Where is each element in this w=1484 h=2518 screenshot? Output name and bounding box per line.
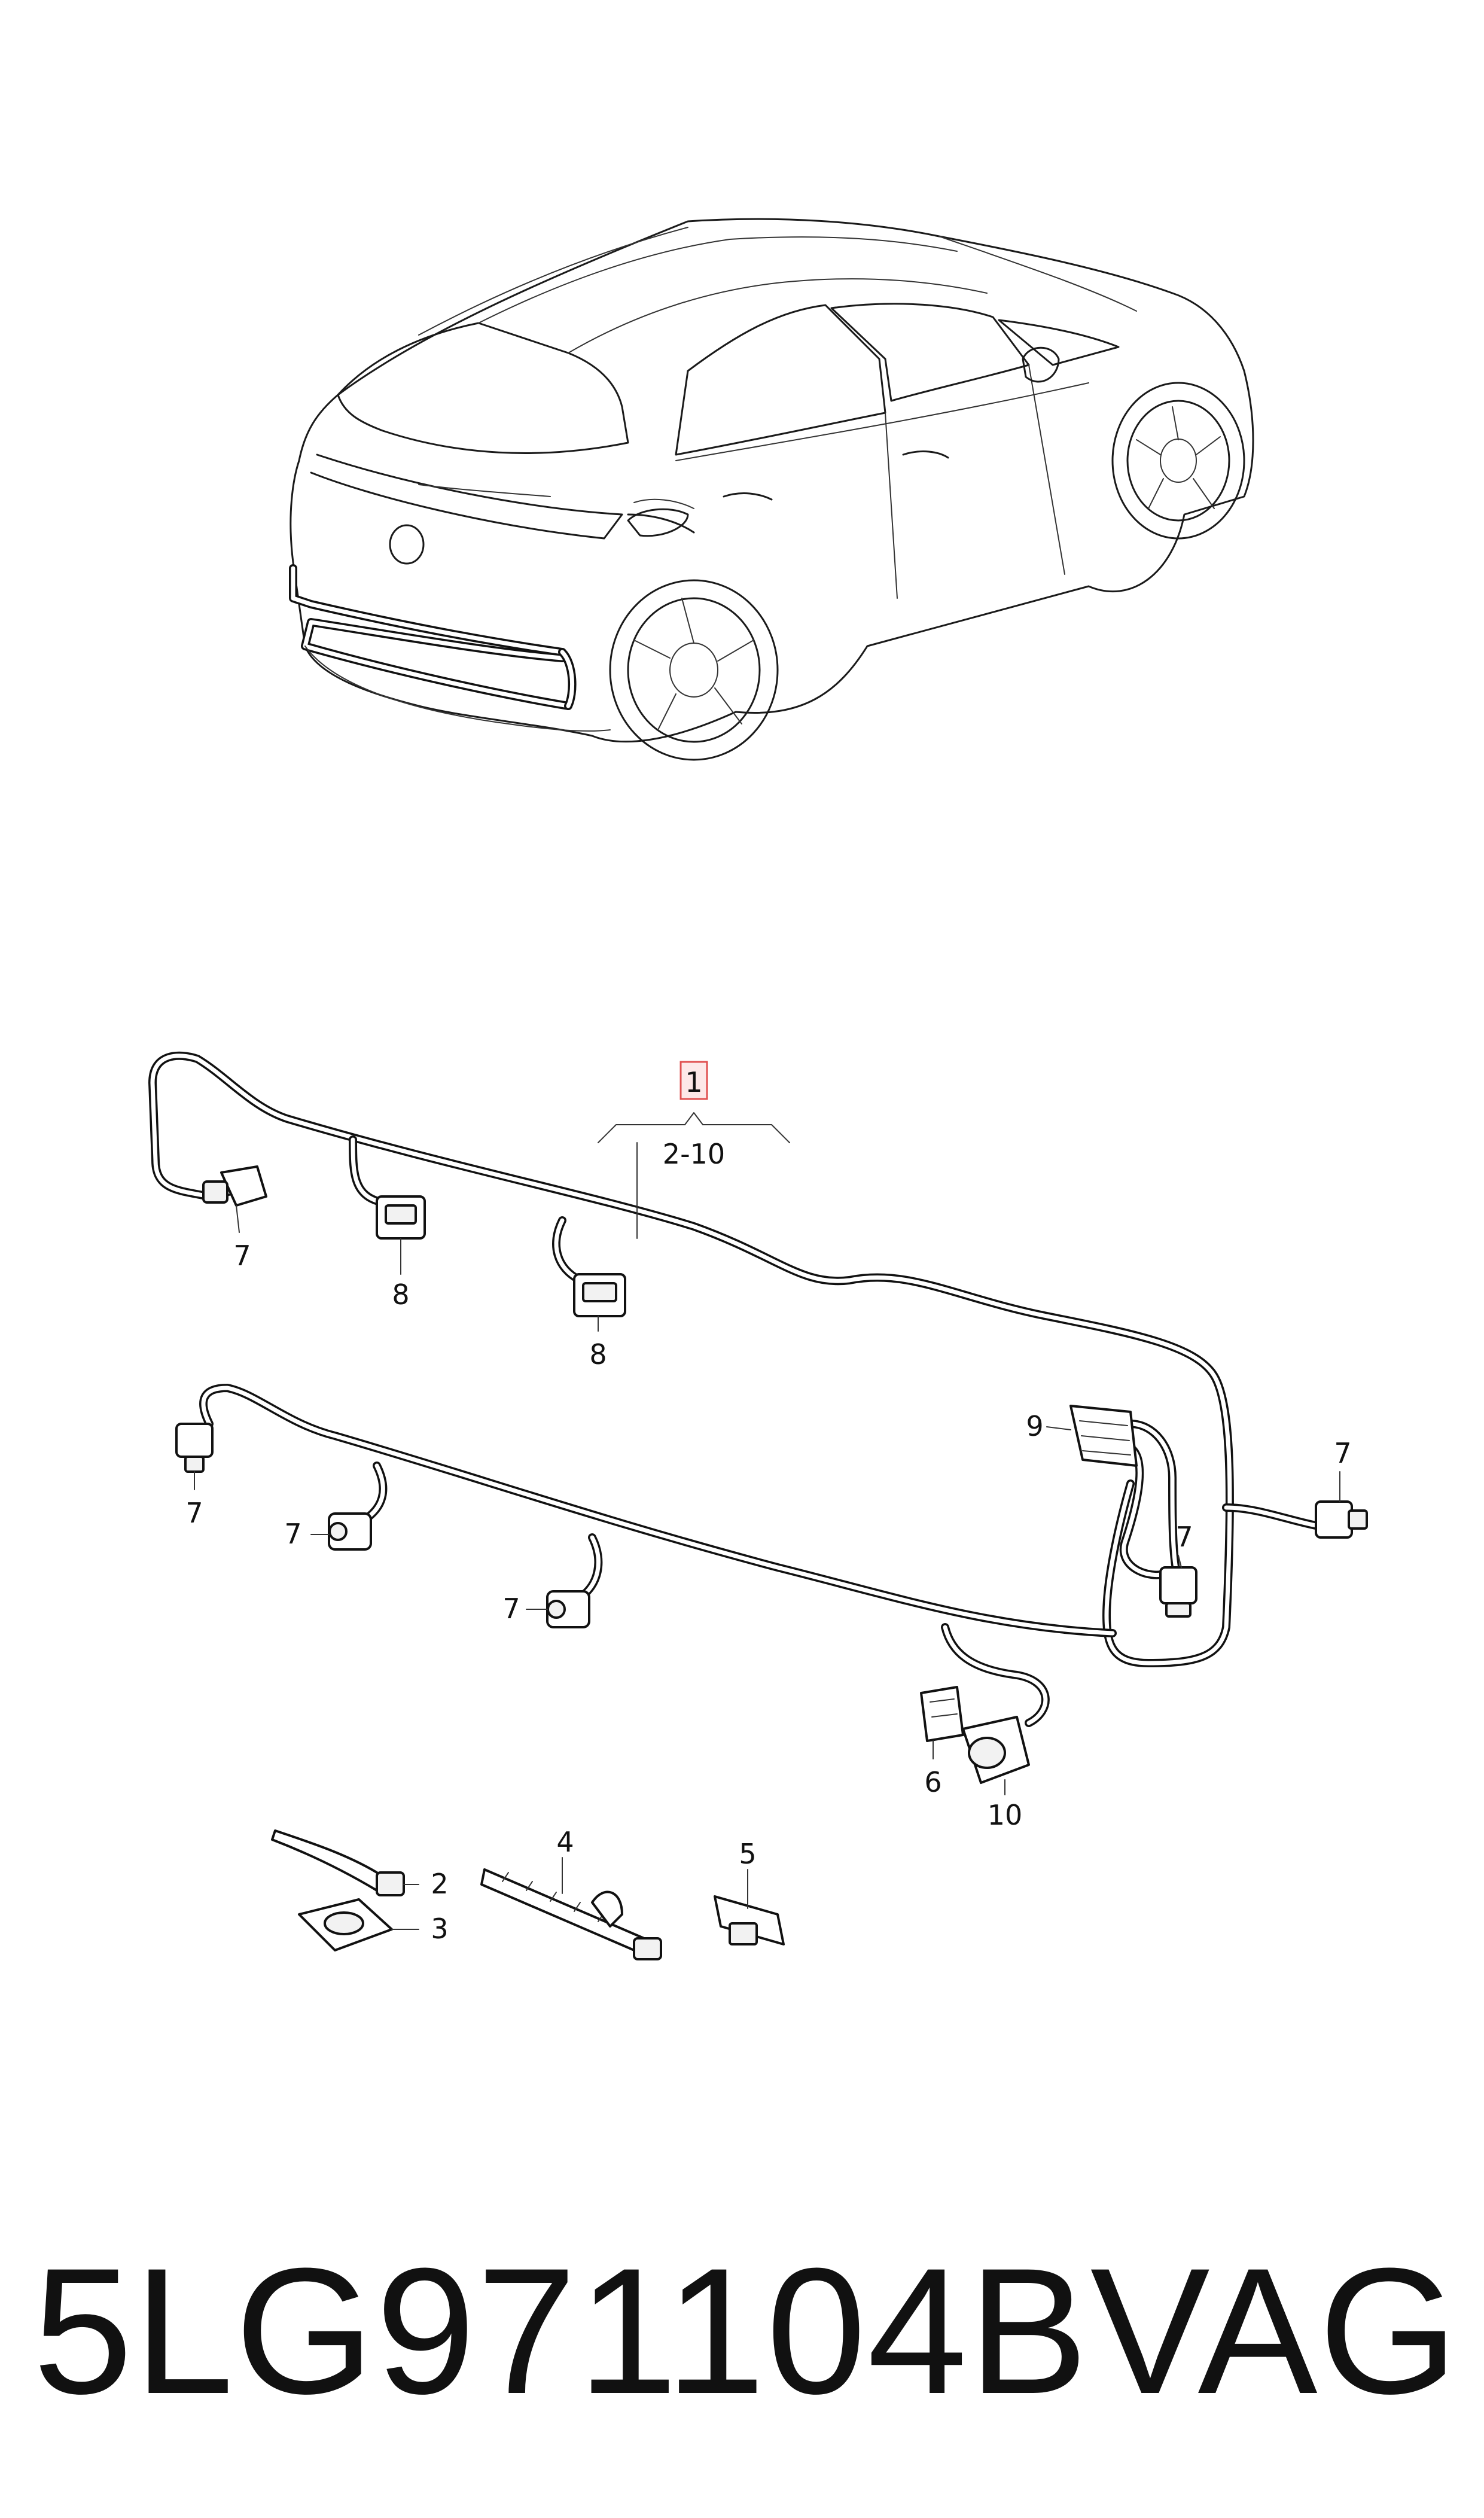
mount-base-3 [298,1898,393,1951]
callout-7-d: 7 [502,1593,520,1625]
callout-range: 2-10 [663,1138,725,1170]
cable-tie-2 [271,1829,405,1896]
callout-9: 9 [1026,1410,1043,1442]
car-illustration [289,218,1254,761]
connector-8-right [573,1273,626,1317]
callout-leaders [194,1112,1340,1930]
wiring-harness [148,1051,1320,1727]
callout-1: 1 [685,1066,702,1098]
sensor-connector-7-far-right [1315,1500,1368,1539]
callout-8-b: 8 [589,1338,607,1371]
connector-10 [962,1716,1030,1784]
callout-5: 5 [739,1838,756,1870]
callout-3: 3 [431,1913,448,1945]
callout-7-c: 7 [284,1518,301,1550]
callout-7-b: 7 [185,1497,203,1529]
connector-8-left [376,1195,426,1240]
callout-10: 10 [988,1799,1023,1831]
sensor-connector-7-right-inner [1159,1566,1197,1618]
callout-labels: 1 2-10 7 8 8 7 7 7 9 7 7 6 10 2 3 4 5 [185,1061,1352,1945]
sensor-connector-7-mid-left [328,1512,372,1551]
callout-6: 6 [924,1766,941,1798]
clip-6 [920,1686,964,1742]
holder-5 [714,1895,785,1945]
callout-2: 2 [431,1868,448,1900]
callout-8-a: 8 [392,1278,409,1311]
callout-1-box [679,1061,708,1100]
callout-4: 4 [556,1826,574,1858]
connector-9 [1069,1405,1138,1467]
part-number: 5LG971104B [33,2230,1089,2431]
callout-7-e: 7 [1175,1521,1193,1553]
brand-label: VAG [1090,2230,1459,2431]
sensor-connector-7-lower-left [175,1423,214,1473]
callout-7-a: 7 [233,1240,251,1272]
callout-7-f: 7 [1334,1437,1351,1469]
sensor-connector-7-mid [546,1590,590,1628]
sensor-connector-7-top-left [202,1165,267,1207]
strap-clip-4 [480,1868,662,1960]
